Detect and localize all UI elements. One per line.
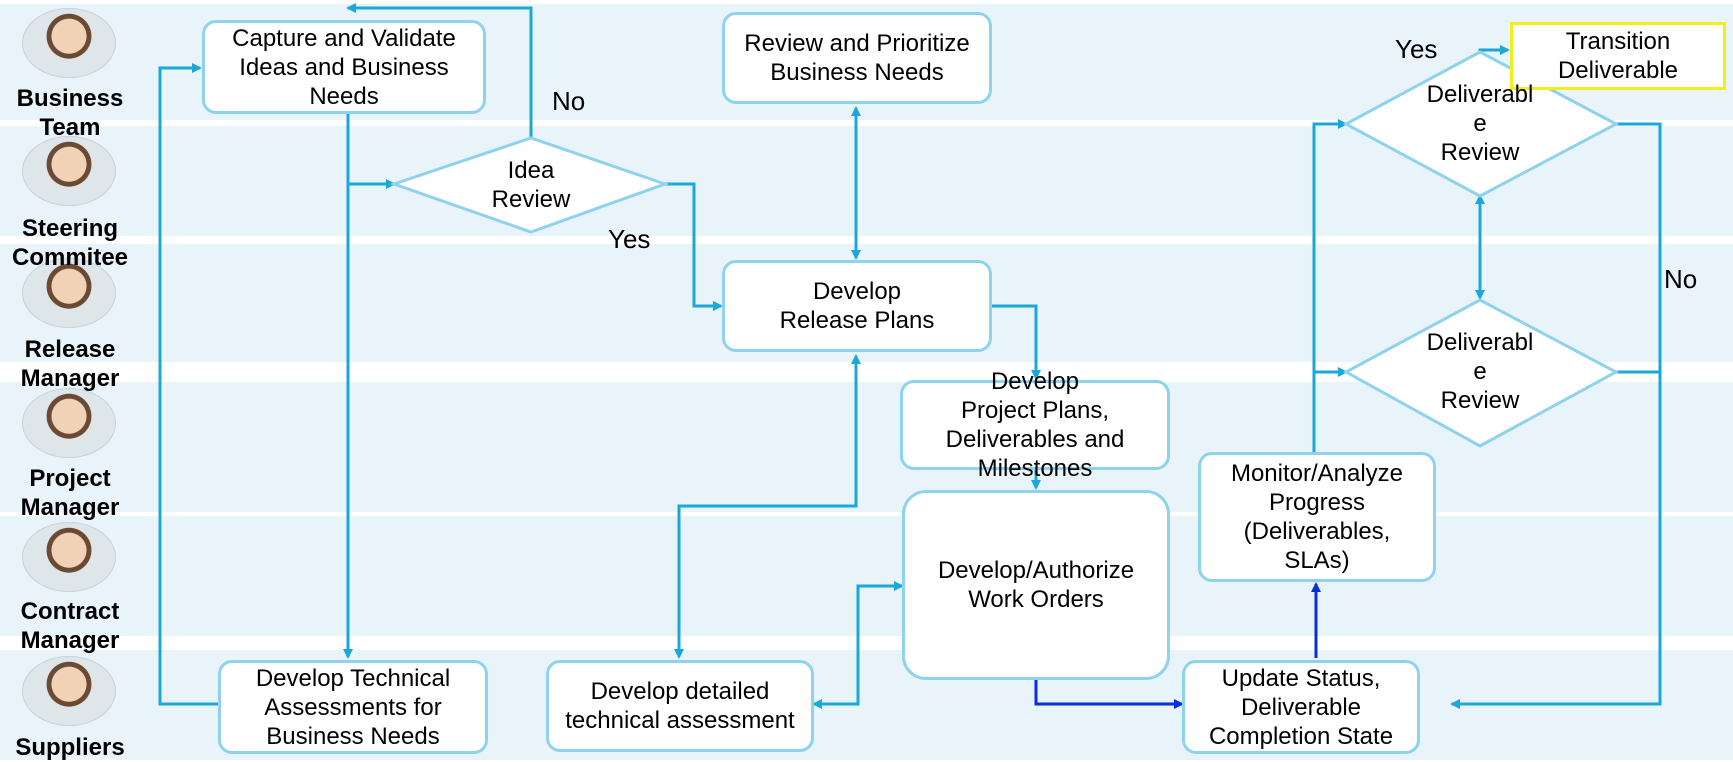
deliverable-review-top-label: Deliverabl e Review xyxy=(1426,81,1534,166)
work-orders-box: Develop/Authorize Work Orders xyxy=(902,490,1170,680)
idea-review-yes-label: Yes xyxy=(608,224,651,254)
role-label-suppliers: Suppliers xyxy=(15,734,125,761)
role-label-business-team: Business Team xyxy=(16,85,124,141)
release-plans-box: Develop Release Plans xyxy=(722,260,992,352)
connector-idea-yes xyxy=(665,182,723,311)
connector-detailed-release xyxy=(674,354,861,659)
role-label-release-manager: Release Manager xyxy=(20,336,120,392)
transition-deliverable-box: Transition Deliverable xyxy=(1510,22,1726,90)
deliverable-review-bottom-diamond xyxy=(1342,298,1620,448)
role-label-project-manager: Project Manager xyxy=(20,465,120,521)
monitor-progress-box: Monitor/Analyze Progress (Deliverables, … xyxy=(1198,452,1436,582)
detailed-assessment-box: Develop detailed technical assessment xyxy=(546,660,814,752)
connector-release-to-project xyxy=(992,304,1041,380)
role-label-contract-manager: Contract Manager xyxy=(20,598,120,654)
connector-detailed-work xyxy=(812,581,904,709)
project-manager-avatar xyxy=(22,388,116,458)
idea-review-label: Idea Review xyxy=(491,157,571,213)
review-prioritize-box: Review and Prioritize Business Needs xyxy=(722,12,992,104)
contract-manager-avatar xyxy=(22,522,116,592)
deliverable-review-no-label: No xyxy=(1664,264,1698,294)
idea-review-no-label: No xyxy=(552,86,586,116)
idea-review-diamond xyxy=(389,136,670,234)
suppliers-avatar xyxy=(22,656,116,726)
capture-validate-box: Capture and Validate Ideas and Business … xyxy=(202,20,486,114)
role-label-steering-committee: Steering Commitee xyxy=(11,215,129,271)
connector-idea-no xyxy=(346,3,533,138)
business-team-avatar xyxy=(22,8,116,78)
connector-tech-to-capture xyxy=(158,63,218,706)
deliverable-review-yes-label: Yes xyxy=(1395,34,1438,64)
connector-monitor-to-reviews xyxy=(1312,122,1346,452)
deliverable-review-bottom-label: Deliverabl e Review xyxy=(1426,329,1534,414)
project-plans-box: Develop Project Plans, Deliverables and … xyxy=(900,368,1170,482)
connector-review-no xyxy=(1450,122,1662,709)
connector-work-to-update xyxy=(1034,680,1184,709)
release-manager-avatar xyxy=(22,258,116,328)
tech-assessment-box: Develop Technical Assessments for Busine… xyxy=(218,660,488,754)
deliverable-review-top-diamond xyxy=(1342,50,1620,198)
steering-committee-avatar xyxy=(22,136,116,206)
update-status-box: Update Status, Deliverable Completion St… xyxy=(1182,660,1420,754)
